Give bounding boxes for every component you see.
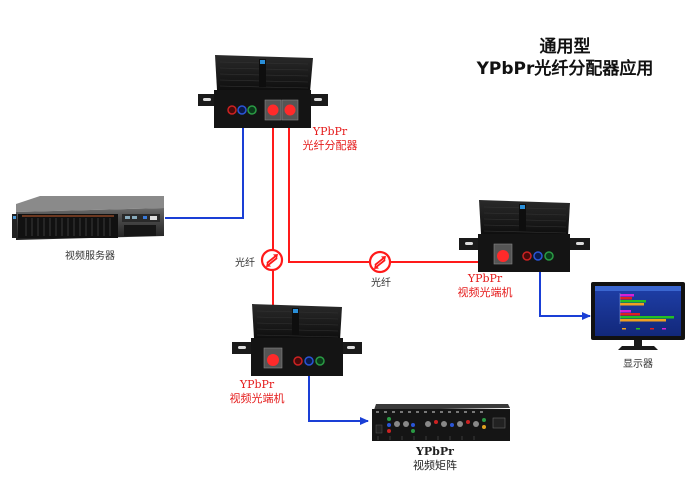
video-link-receiver-matrix	[308, 372, 369, 425]
video-receiver-bottom-device[interactable]	[232, 304, 362, 376]
video-receiver-right-device[interactable]	[459, 200, 590, 272]
matrix-label: YPbPr 视频矩阵	[400, 445, 470, 473]
title-line-2: YPbPr光纤分配器应用	[476, 59, 654, 79]
matrix-label-line-1: YPbPr	[416, 445, 454, 458]
server-label: 视频服务器	[65, 251, 115, 262]
fiber-label-left: 光纤	[235, 258, 255, 269]
receiver-bottom-label-line-2: 视频光端机	[229, 392, 285, 405]
video-server-device[interactable]	[12, 196, 164, 240]
monitor-device[interactable]	[591, 282, 685, 350]
splitter-label: YPbPr 光纤分配器	[300, 125, 360, 153]
receiver-right-label: YPbPr 视频光端机	[450, 272, 520, 300]
title-line-1: 通用型	[539, 37, 591, 57]
video-link-server-splitter	[165, 112, 244, 219]
fiber-connector-icon-right	[368, 250, 392, 274]
splitter-label-line-1: YPbPr	[312, 125, 348, 138]
fiber-link-right	[288, 112, 505, 263]
splitter-label-line-2: 光纤分配器	[302, 139, 358, 152]
fiber-label-right: 光纤	[371, 278, 391, 289]
fiber-splitter-device[interactable]	[198, 55, 328, 128]
video-matrix-device[interactable]	[372, 404, 510, 441]
matrix-label-line-2: 视频矩阵	[413, 459, 457, 472]
receiver-bottom-label: YPbPr 视频光端机	[222, 378, 292, 406]
monitor-label: 显示器	[623, 359, 653, 370]
receiver-bottom-label-line-1: YPbPr	[239, 378, 275, 391]
diagram-title: 通用型 YPbPr光纤分配器应用	[450, 36, 680, 80]
receiver-right-label-line-2: 视频光端机	[457, 286, 513, 299]
monitor-screen-chart	[619, 293, 674, 330]
receiver-right-label-line-1: YPbPr	[467, 272, 503, 285]
video-link-receiver-monitor	[539, 270, 591, 320]
fiber-connector-icon-left	[260, 248, 284, 272]
